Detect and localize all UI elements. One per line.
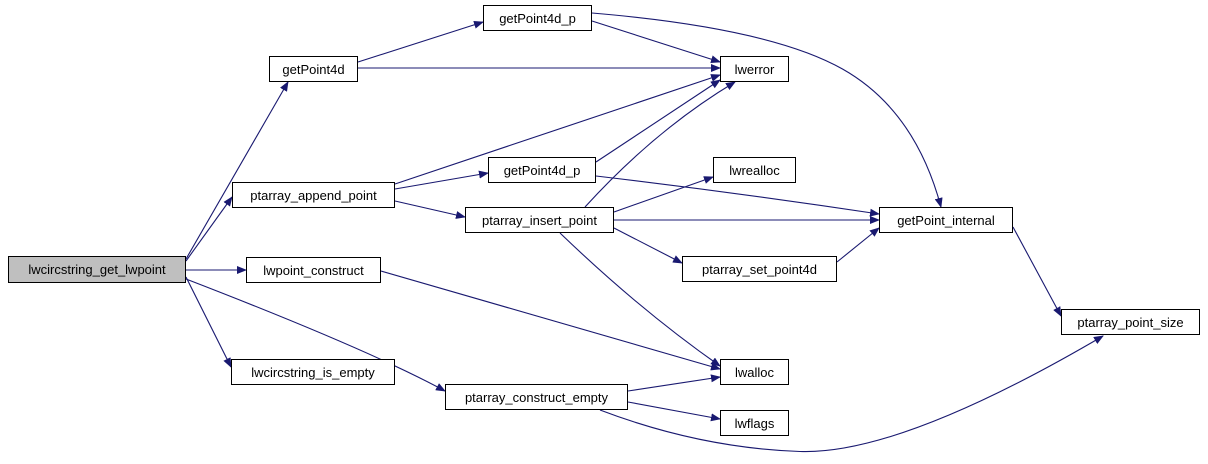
edge-getPoint4d_p_top-to-lwerror bbox=[591, 20, 721, 64]
edge-lwcircstring_get_lwpoint-to-lwcircstring_is_empty bbox=[185, 276, 232, 368]
node-ptarray_construct_empty[interactable]: ptarray_construct_empty bbox=[445, 384, 628, 410]
edge-ptarray_construct_empty-to-lwflags bbox=[627, 401, 721, 422]
edge-ptarray_insert_point-to-lwalloc bbox=[559, 232, 721, 367]
node-ptarray_set_point4d[interactable]: ptarray_set_point4d bbox=[682, 256, 837, 282]
edge-lwcircstring_get_lwpoint-to-ptarray_append_point bbox=[185, 196, 233, 262]
node-getPoint_internal[interactable]: getPoint_internal bbox=[879, 207, 1013, 233]
edge-lwcircstring_get_lwpoint-to-getPoint4d bbox=[185, 81, 289, 260]
node-ptarray_point_size[interactable]: ptarray_point_size bbox=[1061, 309, 1200, 335]
node-getPoint4d_p_mid[interactable]: getPoint4d_p bbox=[488, 157, 596, 183]
node-getPoint4d[interactable]: getPoint4d bbox=[269, 56, 358, 82]
edge-getPoint4d_p_mid-to-getPoint_internal bbox=[595, 175, 880, 217]
edge-getPoint4d-to-getPoint4d_p_top bbox=[357, 20, 484, 63]
node-lwerror[interactable]: lwerror bbox=[720, 56, 789, 82]
node-lwflags[interactable]: lwflags bbox=[720, 410, 789, 436]
edge-ptarray_append_point-to-getPoint4d_p_mid bbox=[394, 170, 489, 190]
edge-ptarray_insert_point-to-lwerror bbox=[584, 81, 736, 208]
edge-getPoint_internal-to-ptarray_point_size bbox=[1012, 226, 1062, 317]
edge-ptarray_append_point-to-ptarray_insert_point bbox=[394, 200, 466, 219]
edge-ptarray_append_point-to-lwerror bbox=[394, 74, 721, 185]
node-getPoint4d_p_top[interactable]: getPoint4d_p bbox=[483, 5, 592, 31]
edge-ptarray_insert_point-to-lwrealloc bbox=[613, 176, 714, 213]
node-ptarray_insert_point[interactable]: ptarray_insert_point bbox=[465, 207, 614, 233]
node-lwalloc[interactable]: lwalloc bbox=[720, 359, 789, 385]
edge-ptarray_set_point4d-to-getPoint_internal bbox=[836, 227, 880, 263]
node-lwrealloc[interactable]: lwrealloc bbox=[713, 157, 796, 183]
node-lwpoint_construct[interactable]: lwpoint_construct bbox=[246, 257, 381, 283]
node-lwcircstring_is_empty[interactable]: lwcircstring_is_empty bbox=[231, 359, 395, 385]
node-ptarray_append_point[interactable]: ptarray_append_point bbox=[232, 182, 395, 208]
edge-ptarray_insert_point-to-ptarray_set_point4d bbox=[613, 227, 683, 264]
edge-lwcircstring_get_lwpoint-to-ptarray_construct_empty bbox=[185, 278, 446, 392]
edge-lwpoint_construct-to-lwalloc bbox=[380, 270, 721, 371]
edge-getPoint4d_p_top-to-getPoint_internal bbox=[591, 12, 943, 208]
edge-getPoint4d_p_mid-to-lwerror bbox=[595, 79, 721, 163]
edge-ptarray_construct_empty-to-lwalloc bbox=[627, 374, 721, 392]
edge-ptarray_construct_empty-to-ptarray_point_size bbox=[599, 335, 1104, 453]
node-lwcircstring_get_lwpoint: lwcircstring_get_lwpoint bbox=[8, 256, 186, 283]
